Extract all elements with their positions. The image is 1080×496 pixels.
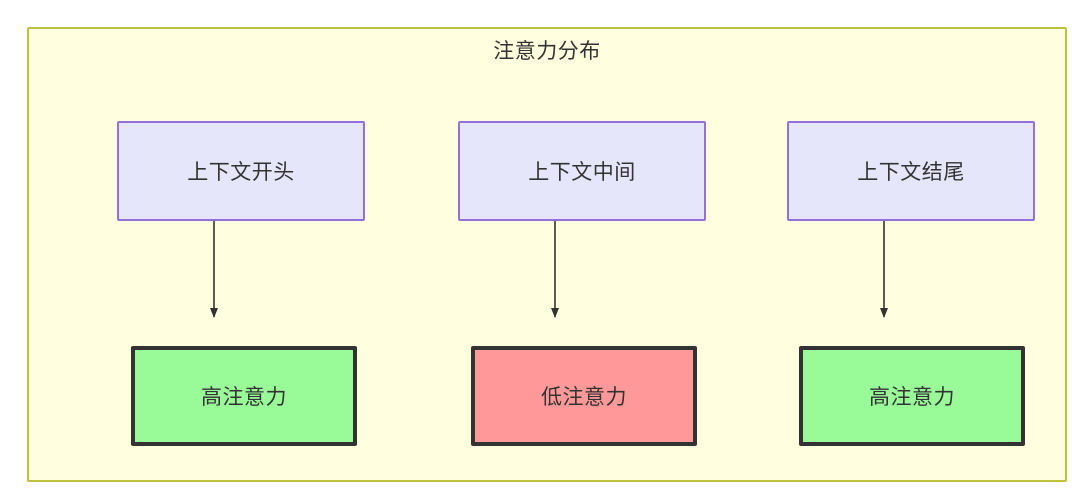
subgraph-container: 注意力分布 上下文开头 上下文中间 上下文结尾 高注意力 低注意力 高注意力 — [27, 27, 1067, 482]
node-high-attention-end[interactable]: 高注意力 — [799, 346, 1025, 446]
node-context-end[interactable]: 上下文结尾 — [787, 121, 1035, 221]
node-low-attention-middle[interactable]: 低注意力 — [471, 346, 697, 446]
node-high-attention-start[interactable]: 高注意力 — [131, 346, 357, 446]
subgraph-title: 注意力分布 — [493, 40, 601, 63]
node-context-middle[interactable]: 上下文中间 — [458, 121, 706, 221]
node-context-start[interactable]: 上下文开头 — [117, 121, 365, 221]
